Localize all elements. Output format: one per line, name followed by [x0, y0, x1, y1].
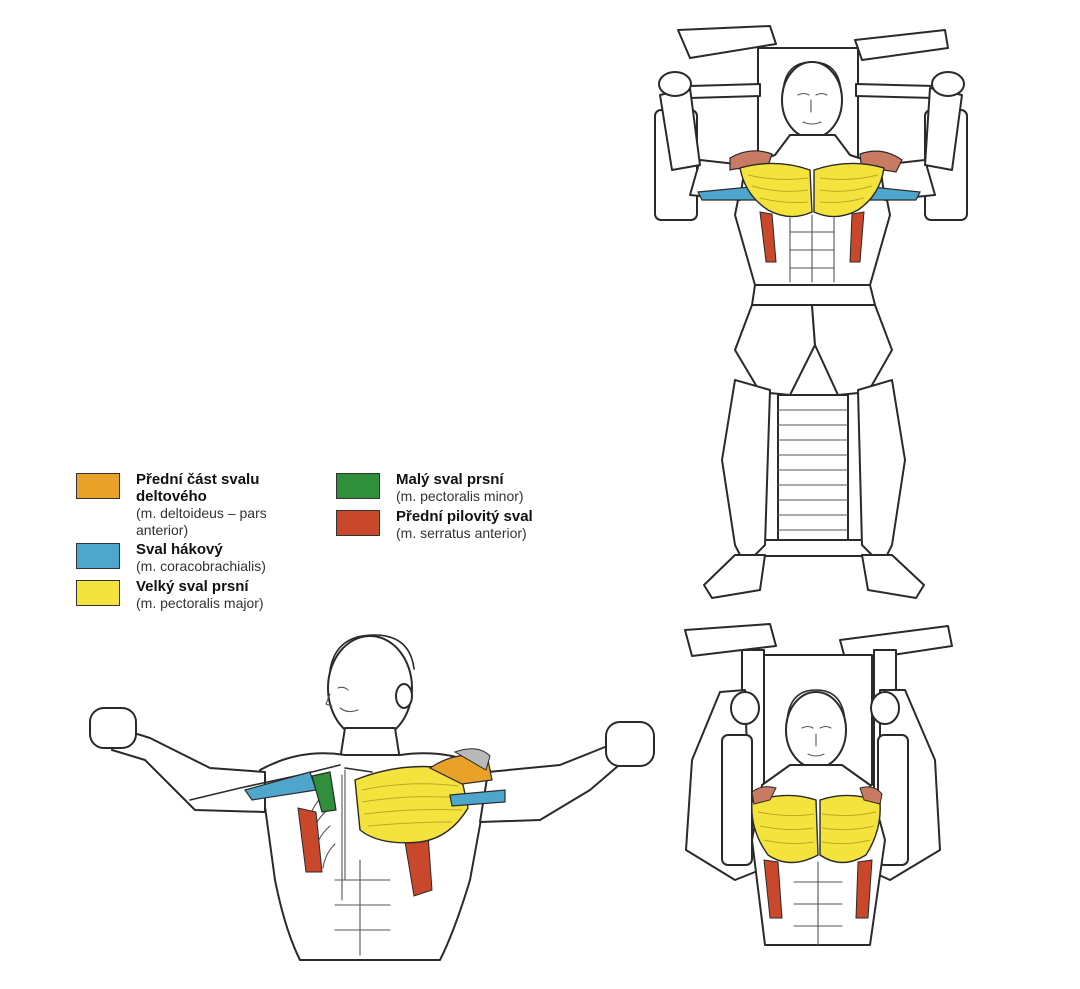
figure-closeup-machine [684, 623, 953, 946]
machine-crossbar-right [855, 83, 936, 99]
ear [395, 683, 413, 709]
serratus-right [849, 211, 865, 263]
pectoralis-major-left [739, 162, 813, 218]
machine-top-pad-left [677, 25, 777, 59]
thigh-right [811, 304, 893, 396]
pec-major-fibers [361, 783, 463, 827]
fist-right [931, 71, 965, 97]
abs [793, 861, 843, 946]
hair [329, 634, 415, 671]
deltoid-right [859, 786, 883, 805]
figure-anatomy-arms-spread [89, 634, 655, 961]
foot-right [861, 554, 925, 599]
arm-right [479, 744, 626, 823]
abs [789, 214, 835, 283]
face-features [801, 725, 832, 757]
serratus-left [759, 211, 777, 263]
deltoid-left [751, 786, 777, 805]
clavicle-humerus [189, 764, 373, 801]
serratus-left [763, 859, 783, 919]
head [781, 61, 843, 139]
pectoralis-major-right [813, 162, 885, 218]
face-features [325, 686, 359, 713]
fist-right [605, 721, 655, 767]
weight-plates [777, 409, 849, 531]
arm-pad-left [721, 734, 753, 866]
shorts [751, 284, 876, 306]
abs [334, 859, 391, 956]
fist-right [870, 691, 900, 725]
figure-seated-machine-front [654, 25, 968, 599]
pectoralis-major-left [751, 794, 819, 864]
fist-left [89, 707, 137, 749]
machine-top-pad-right [854, 29, 949, 61]
thigh-left [734, 304, 816, 396]
face-features [797, 92, 828, 125]
hair [786, 689, 846, 723]
serratus-right [855, 859, 873, 919]
pectoralis-major-right [819, 794, 881, 864]
pectoralis-minor [311, 771, 337, 813]
coracobrachialis-right [449, 789, 506, 807]
machine-crossbar [689, 83, 761, 99]
fist-left [730, 691, 760, 725]
pec-fibers [757, 811, 877, 845]
fist-left [658, 71, 692, 97]
pec-fibers [747, 174, 879, 203]
foot-left [703, 554, 766, 599]
serratus-anterior-left [297, 807, 323, 873]
machine-top-pad-left [684, 623, 777, 657]
shin-left [721, 379, 771, 566]
pectoralis-major [354, 765, 469, 844]
deltoid-posterior [453, 748, 491, 771]
hair [782, 61, 842, 93]
shin-right [857, 379, 906, 566]
head [785, 691, 847, 769]
